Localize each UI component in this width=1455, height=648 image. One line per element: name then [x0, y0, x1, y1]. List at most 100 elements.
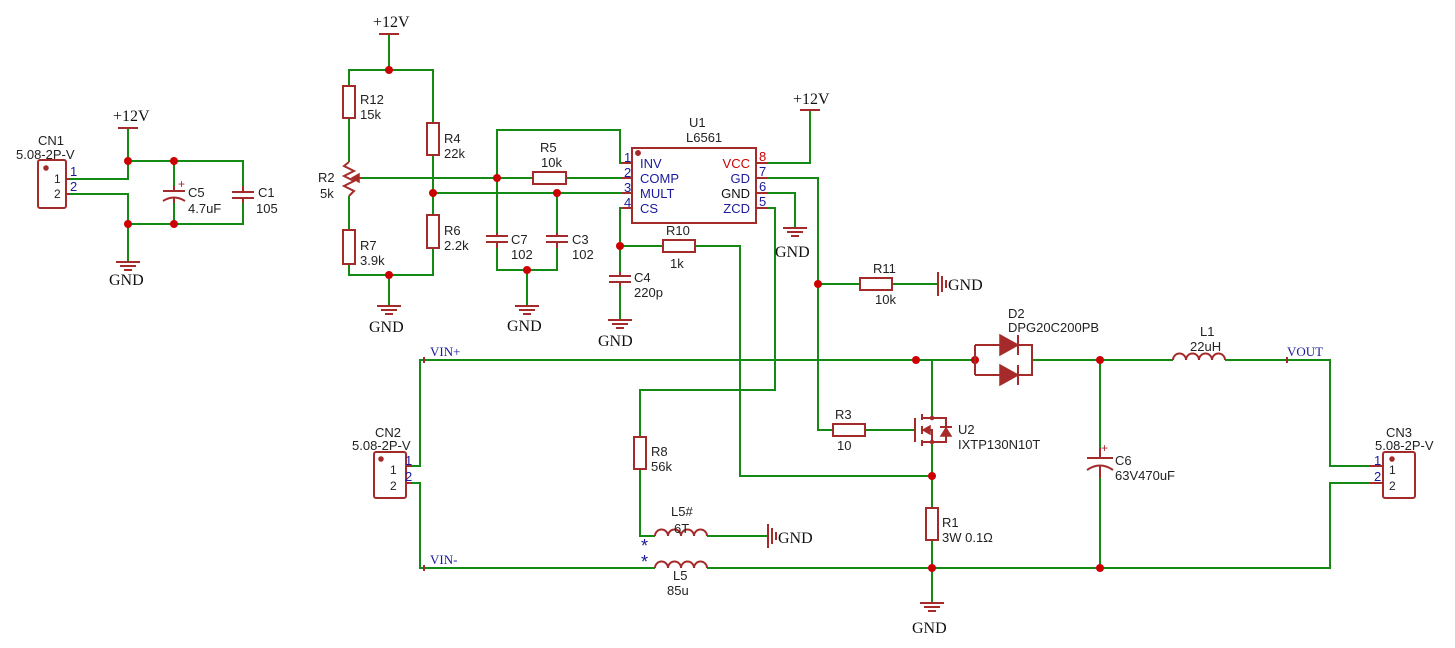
r12-ref: R12 — [360, 92, 384, 107]
r4-ref: R4 — [444, 131, 461, 146]
net-label-vin-minus: VIN- — [430, 552, 457, 567]
vcc-symbol: +12V — [373, 14, 410, 35]
junctions — [124, 66, 1104, 572]
resistor-r5: R5 10k — [532, 140, 567, 185]
resistor-r6: R6 2.2k — [426, 214, 469, 253]
junction-dot — [385, 66, 393, 74]
junction-dot — [523, 266, 531, 274]
c3-value: 102 — [572, 247, 594, 262]
u1-pin3-name: MULT — [640, 186, 674, 201]
u2-ref: U2 — [958, 422, 975, 437]
junction-dot — [928, 564, 936, 572]
u1-pin7-num: 7 — [759, 164, 766, 179]
capacitor-c3: C3 102 — [546, 232, 594, 262]
vcc-label: +12V — [373, 14, 410, 31]
svg-text:+: + — [178, 177, 185, 191]
r2-value: 5k — [320, 186, 334, 201]
r11-ref: R11 — [873, 261, 896, 276]
net-port-marks — [423, 357, 1288, 571]
dot-marker-star: * — [641, 552, 648, 572]
c1-ref: C1 — [258, 185, 275, 200]
vcc-symbol: +12V — [793, 91, 830, 111]
u1-pin1-num: 1 — [624, 150, 631, 165]
l5a-ref: L5# — [671, 504, 693, 519]
connector-cn1: CN1 5.08-2P-V 1 2 1 2 — [16, 133, 77, 209]
u1-pin8-name: VCC — [723, 156, 750, 171]
r8-ref: R8 — [651, 444, 668, 459]
junction-dot — [616, 242, 624, 250]
resistor-r8: R8 56k — [633, 436, 672, 474]
capacitor-c1: C1 105 — [232, 185, 278, 216]
net-label-vout: VOUT — [1287, 344, 1323, 359]
resistor-r7: R7 3.9k — [342, 229, 385, 268]
gnd-label: GND — [778, 530, 813, 547]
r6-ref: R6 — [444, 223, 461, 238]
u1-pin4-name: CS — [640, 201, 658, 216]
wires — [70, 34, 1370, 603]
r7-value: 3.9k — [360, 253, 385, 268]
l1-value: 22uH — [1190, 339, 1221, 354]
l5-ref: L5 — [673, 568, 687, 583]
r3-value: 10 — [837, 438, 851, 453]
resistor-r10: R10 1k — [662, 223, 696, 271]
cn2-pin1-label: 1 — [390, 463, 397, 477]
junction-dot — [124, 157, 132, 165]
cn2-pin1-num: 1 — [405, 453, 412, 468]
dot-marker-star: * — [641, 536, 648, 556]
u1-ref: U1 — [689, 115, 706, 130]
u1-pin1-name: INV — [640, 156, 662, 171]
junction-dot — [912, 356, 920, 364]
junction-dot — [124, 220, 132, 228]
d2-value: DPG20C200PB — [1008, 320, 1099, 335]
r5-value: 10k — [541, 155, 562, 170]
cn2-pin2-label: 2 — [390, 479, 397, 493]
junction-dot — [1096, 564, 1104, 572]
c7-ref: C7 — [511, 232, 528, 247]
cn3-pin2-label: 2 — [1389, 479, 1396, 493]
u1-pin3-num: 3 — [624, 180, 631, 195]
u1-pin2-num: 2 — [624, 165, 631, 180]
ic-u1: U1 L6561 1 2 3 4 INV COMP MULT CS 8 7 6 … — [622, 115, 768, 224]
cn1-pin1-label: 1 — [54, 172, 61, 186]
inductor-l5: L5 85u * — [641, 552, 708, 598]
u1-value: L6561 — [686, 130, 722, 145]
c7-value: 102 — [511, 247, 533, 262]
inductor-l1: L1 22uH — [1172, 324, 1226, 361]
u1-pin7-name: GD — [731, 171, 751, 186]
r12-value: 15k — [360, 107, 381, 122]
resistor-r11: R11 10k — [859, 261, 896, 307]
gnd-label: GND — [948, 277, 983, 294]
r10-value: 1k — [670, 256, 684, 271]
l5-value: 85u — [667, 583, 689, 598]
r7-ref: R7 — [360, 238, 377, 253]
u1-pin4-num: 4 — [624, 195, 631, 210]
gnd-label: GND — [507, 318, 542, 335]
gnd-label: GND — [109, 272, 144, 289]
junction-dot — [170, 220, 178, 228]
connector-cn3: CN3 5.08-2P-V 1 2 1 2 — [1370, 425, 1434, 499]
cn1-pin2-label: 2 — [54, 187, 61, 201]
junction-dot — [493, 174, 501, 182]
u1-pin5-name: ZCD — [723, 201, 750, 216]
u1-pin6-name: GND — [721, 186, 750, 201]
gnd-symbol: GND — [937, 272, 983, 296]
c6-value: 63V470uF — [1115, 468, 1175, 483]
r4-value: 22k — [444, 146, 465, 161]
connector-cn2: CN2 5.08-2P-V 1 2 1 2 — [352, 425, 412, 499]
capacitor-c6: + C6 63V470uF — [1086, 441, 1175, 483]
resistor-r1: R1 3W 0.1Ω — [925, 507, 993, 545]
u1-pin2-name: COMP — [640, 171, 679, 186]
r10-ref: R10 — [666, 223, 690, 238]
u2-value: IXTP130N10T — [958, 437, 1040, 452]
r2-ref: R2 — [318, 170, 335, 185]
u1-pin8-num: 8 — [759, 149, 766, 164]
gnd-symbol: GND — [109, 261, 144, 289]
cn2-pin2-num: 2 — [405, 469, 412, 484]
gnd-symbol: GND — [598, 319, 633, 350]
c4-ref: C4 — [634, 270, 651, 285]
cn1-ref: CN1 — [38, 133, 64, 148]
l5a-value: 6T — [674, 521, 689, 536]
capacitor-c5: + C5 4.7uF — [162, 177, 221, 216]
cn3-pin1-num: 1 — [1374, 453, 1381, 468]
r3-ref: R3 — [835, 407, 852, 422]
